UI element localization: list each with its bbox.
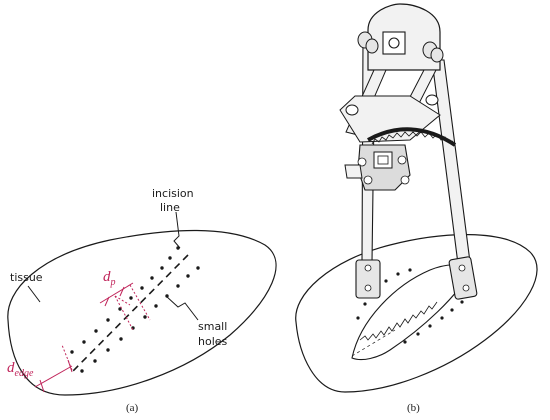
small-holes-label-line2: holes [198,335,228,348]
tissue-label: tissue [10,271,43,284]
device-top-pivot [388,37,400,49]
tissue-outline-a [7,229,277,396]
small-holes-upper-row [70,246,180,354]
device-serrated-arc [367,127,457,147]
incision-line [71,254,189,373]
small-holes-label-line1: small [198,320,227,333]
dedge-label: dedge [7,360,34,379]
blade-serration [359,301,438,341]
device-right-foot [448,256,478,300]
device-serrated-arc-teeth [371,131,454,145]
incision-label-line2: line [160,201,180,214]
panel-b-caption: (b) [407,402,420,414]
device-top-knobs [357,31,444,63]
small-holes-lower-row [80,266,200,373]
incision-leader [173,211,181,249]
blade-inner-line [351,329,396,357]
device-left-foot [355,259,381,299]
device-right-leg [431,59,471,265]
dp-label: dp [103,269,116,288]
device-link-plate [339,95,441,143]
small-holes-leader [165,295,199,321]
panel-a-caption: (a) [126,402,139,414]
incision-label-line1: incision [152,187,194,200]
tissue-outline-b [295,234,538,393]
panel-b: (b) [295,3,538,414]
device-actuator-screws [357,155,410,185]
tissue-leader [27,285,41,303]
dp-dimension [99,282,151,331]
dedge-dimension [34,344,73,393]
device-actuator-tab [344,164,363,179]
panel-a: incision line tissue small holes dp dedg… [7,187,277,414]
